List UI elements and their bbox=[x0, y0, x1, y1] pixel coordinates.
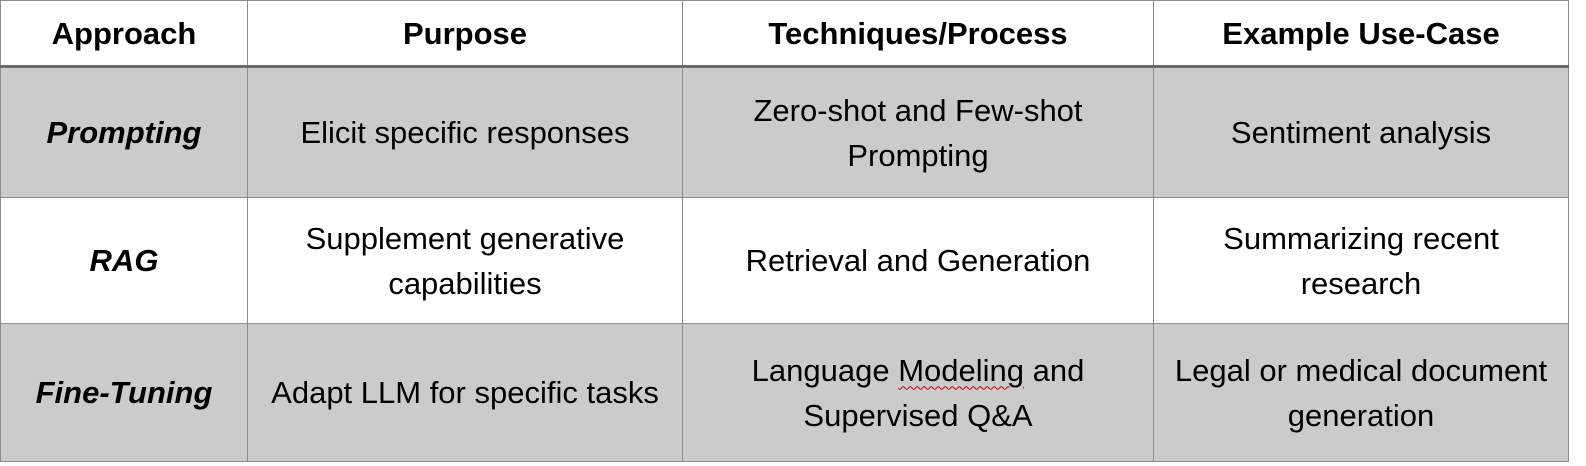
table-body: Prompting Elicit specific responses Zero… bbox=[0, 66, 1569, 462]
purpose-cell: Adapt LLM for specific tasks bbox=[247, 323, 683, 462]
header-example-use-case: Example Use-Case bbox=[1153, 0, 1569, 68]
table-row-fine-tuning: Fine-Tuning Adapt LLM for specific tasks… bbox=[0, 323, 1569, 462]
header-approach: Approach bbox=[0, 0, 248, 68]
purpose-cell: Supplement generative capabilities bbox=[247, 197, 683, 324]
header-purpose: Purpose bbox=[247, 0, 683, 68]
header-techniques-process: Techniques/Process bbox=[682, 0, 1154, 68]
technique-text-after: and Supervised Q&A bbox=[803, 352, 1085, 433]
technique-cell: Zero-shot and Few-shot Prompting bbox=[682, 66, 1154, 198]
use-case-cell: Legal or medical document generation bbox=[1153, 323, 1569, 462]
header-row: Approach Purpose Techniques/Process Exam… bbox=[0, 0, 1569, 68]
approach-cell: RAG bbox=[0, 197, 248, 324]
purpose-cell: Elicit specific responses bbox=[247, 66, 683, 198]
table-row-rag: RAG Supplement generative capabilities R… bbox=[0, 197, 1569, 324]
technique-text-before: Language bbox=[751, 352, 899, 388]
approach-cell: Prompting bbox=[0, 66, 248, 198]
approach-cell: Fine-Tuning bbox=[0, 323, 248, 462]
use-case-cell: Sentiment analysis bbox=[1153, 66, 1569, 198]
technique-cell: Retrieval and Generation bbox=[682, 197, 1154, 324]
table-row-prompting: Prompting Elicit specific responses Zero… bbox=[0, 66, 1569, 198]
spellcheck-flagged-word: Modeling bbox=[898, 352, 1024, 388]
use-case-cell: Summarizing recent research bbox=[1153, 197, 1569, 324]
table-header: Approach Purpose Techniques/Process Exam… bbox=[0, 0, 1569, 68]
technique-cell: Language Modeling and Supervised Q&A bbox=[682, 323, 1154, 462]
